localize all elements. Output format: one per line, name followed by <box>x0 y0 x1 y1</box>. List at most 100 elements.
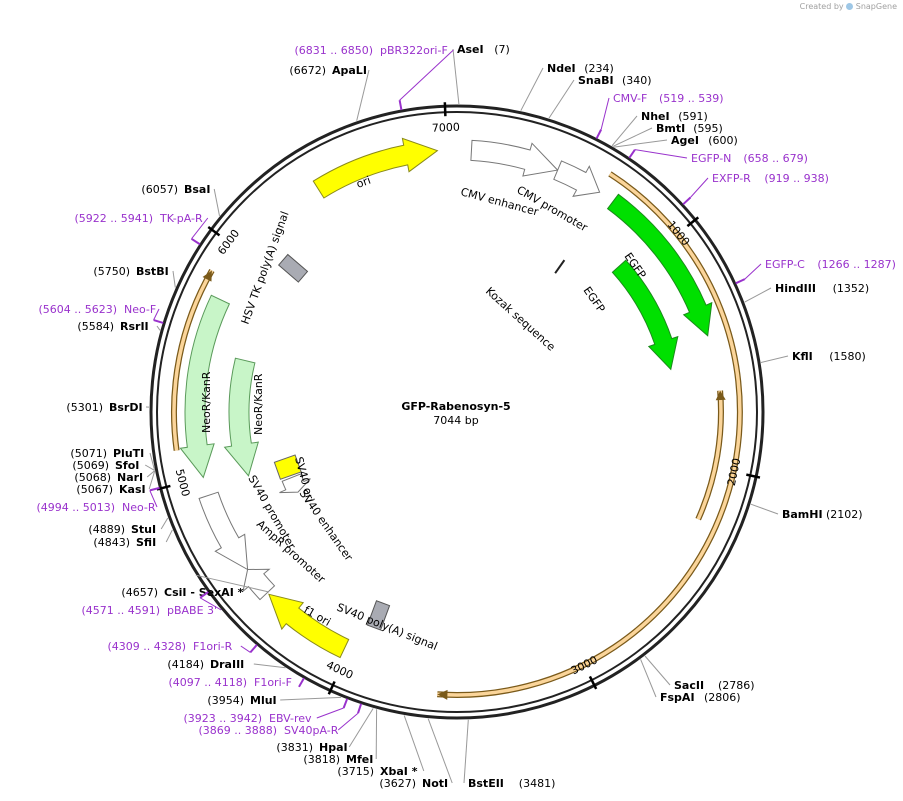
primer-marker <box>682 196 692 206</box>
f1-ori-arrow[interactable] <box>268 593 350 659</box>
backbone-ring <box>149 104 765 720</box>
site-mlui[interactable]: MluI(3954) <box>207 694 276 707</box>
site-leader-line <box>348 708 374 748</box>
neo-1-arrow[interactable] <box>179 294 231 479</box>
egfp-2-arrow[interactable] <box>611 259 679 371</box>
site-bsteii[interactable]: BstEII(3481) <box>468 777 555 790</box>
primer-ebvrev[interactable]: EBV-rev(3923 .. 3942) <box>183 712 312 725</box>
site-csiisexai[interactable]: CsiI - SexAI *(4657) <box>121 586 243 599</box>
sv40-ori-box[interactable] <box>273 454 302 480</box>
site-apali[interactable]: ApaLI(6672) <box>289 64 367 77</box>
site-position: (595) <box>693 122 723 135</box>
feature-layer <box>179 137 713 659</box>
site-bmti[interactable]: BmtI (595) <box>656 122 723 135</box>
primer-sv40par[interactable]: SV40pA-R(3869 .. 3888) <box>198 724 338 737</box>
primer-egfpn[interactable]: EGFP-N(658 .. 679) <box>691 152 808 165</box>
site-name: BstBI <box>136 265 169 278</box>
site-name: KflI <box>792 350 813 363</box>
site-agei[interactable]: AgeI (600) <box>671 134 738 147</box>
site-name: SacII <box>674 679 704 692</box>
site-asei[interactable]: AseI(7) <box>457 43 510 56</box>
site-position: (5750) <box>93 265 130 278</box>
site-name: AseI <box>457 43 484 56</box>
site-leader-line <box>744 287 772 303</box>
primer-leader-line <box>149 490 158 508</box>
primer-range: (4994 .. 5013) <box>36 501 115 514</box>
site-fspai[interactable]: FspAI(2806) <box>660 691 741 704</box>
hsv-tk-box[interactable] <box>277 253 309 283</box>
ori-label: ori <box>355 174 373 191</box>
site-hpai[interactable]: HpaI(3831) <box>276 741 347 754</box>
sv40-polya-box[interactable] <box>366 600 391 631</box>
neo-2-arrow[interactable] <box>223 357 259 477</box>
site-sfii[interactable]: SfiI(4843) <box>93 536 156 549</box>
site-leader-line <box>165 529 173 543</box>
site-snabi[interactable]: SnaBI(340) <box>578 74 652 87</box>
primer-f1orif[interactable]: F1ori-F(4097 .. 4118) <box>168 676 292 689</box>
orf-arrow[interactable] <box>437 171 743 698</box>
primer-marker <box>628 149 636 159</box>
ampr-promoter-arrow[interactable] <box>242 568 276 601</box>
kozak-mark[interactable] <box>554 259 566 274</box>
primer-name: F1ori-F <box>254 676 292 689</box>
site-name: SnaBI <box>578 74 614 87</box>
egfp-1-arrow[interactable] <box>606 193 713 337</box>
primer-f1orir[interactable]: F1ori-R(4309 .. 4328) <box>107 640 232 653</box>
site-bstbi[interactable]: BstBI (5750) <box>93 265 168 278</box>
site-position: (2786) <box>718 679 755 692</box>
primer-neor[interactable]: Neo-R(4994 .. 5013) <box>36 501 155 514</box>
primer-cmvf[interactable]: CMV-F(519 .. 539) <box>613 92 724 105</box>
site-mfei[interactable]: MfeI(3818) <box>303 753 373 766</box>
tick-label: 6000 <box>215 227 242 257</box>
sv40-enhancer-arrow[interactable] <box>279 473 311 494</box>
site-noti[interactable]: NotI(3627) <box>379 777 448 790</box>
site-leader-line <box>148 470 156 490</box>
cmv-enhancer-arrow[interactable] <box>470 139 559 177</box>
site-name: HindIII <box>775 282 816 295</box>
site-hindiii[interactable]: HindIII(1352) <box>775 282 869 295</box>
site-sfoi[interactable]: SfoI(5069) <box>72 459 139 472</box>
site-position: (600) <box>708 134 738 147</box>
primer-name: Neo-F <box>124 303 156 316</box>
primer-leader-line <box>153 308 160 321</box>
primer-exfpr[interactable]: EXFP-R(919 .. 938) <box>712 172 829 185</box>
primer-neof[interactable]: Neo-F(5604 .. 5623) <box>38 303 156 316</box>
site-kfli[interactable]: KflI(1580) <box>792 350 866 363</box>
site-leader-line <box>146 470 155 478</box>
site-xbai[interactable]: XbaI *(3715) <box>337 765 417 778</box>
site-position: (3818) <box>303 753 340 766</box>
site-bsai[interactable]: BsaI(6057) <box>141 183 210 196</box>
site-kasi[interactable]: KasI(5067) <box>76 483 145 496</box>
snapgene-logo-icon <box>846 3 854 10</box>
primer-marker <box>249 644 258 654</box>
primer-range: (5922 .. 5941) <box>74 212 153 225</box>
site-name: StuI <box>131 523 156 536</box>
site-position: (5301) <box>66 401 103 414</box>
site-sacii[interactable]: SacII (2786) <box>674 679 755 692</box>
site-stui[interactable]: StuI(4889) <box>88 523 156 536</box>
site-rsrii[interactable]: RsrII(5584) <box>77 320 148 333</box>
site-bsrdi[interactable]: BsrDI(5301) <box>66 401 142 414</box>
site-pluti[interactable]: PluTI(5071) <box>70 447 144 460</box>
site-leader-line <box>644 655 671 686</box>
site-leader-line <box>253 663 286 669</box>
primer-tkpar[interactable]: TK-pA-R(5922 .. 5941) <box>74 212 203 225</box>
site-name: CsiI - SexAI * <box>164 586 244 599</box>
site-ndei[interactable]: NdeI(234) <box>547 62 614 75</box>
sv40-promoter-arrow[interactable] <box>198 491 249 571</box>
site-leader-line <box>611 115 638 147</box>
site-name: BmtI <box>656 122 685 135</box>
site-position: (3627) <box>379 777 416 790</box>
site-nhei[interactable]: NheI(591) <box>641 110 708 123</box>
primer-pbabe3[interactable]: pBABE 3'(4571 .. 4591) <box>81 604 217 617</box>
primer-pbr322orif[interactable]: pBR322ori-F(6831 .. 6850) <box>294 44 447 57</box>
ori-arrow[interactable] <box>312 137 439 199</box>
tick-label: 5000 <box>173 468 193 498</box>
site-bamhi[interactable]: BamHI(2102) <box>782 508 863 521</box>
primer-name: EBV-rev <box>269 712 312 725</box>
site-name: AgeI <box>671 134 699 147</box>
site-nari[interactable]: NarI(5068) <box>74 471 143 484</box>
site-draiii[interactable]: DraIII(4184) <box>167 658 244 671</box>
primer-egfpc[interactable]: EGFP-C(1266 .. 1287) <box>765 258 896 271</box>
cmv-promoter-arrow[interactable] <box>553 160 601 197</box>
